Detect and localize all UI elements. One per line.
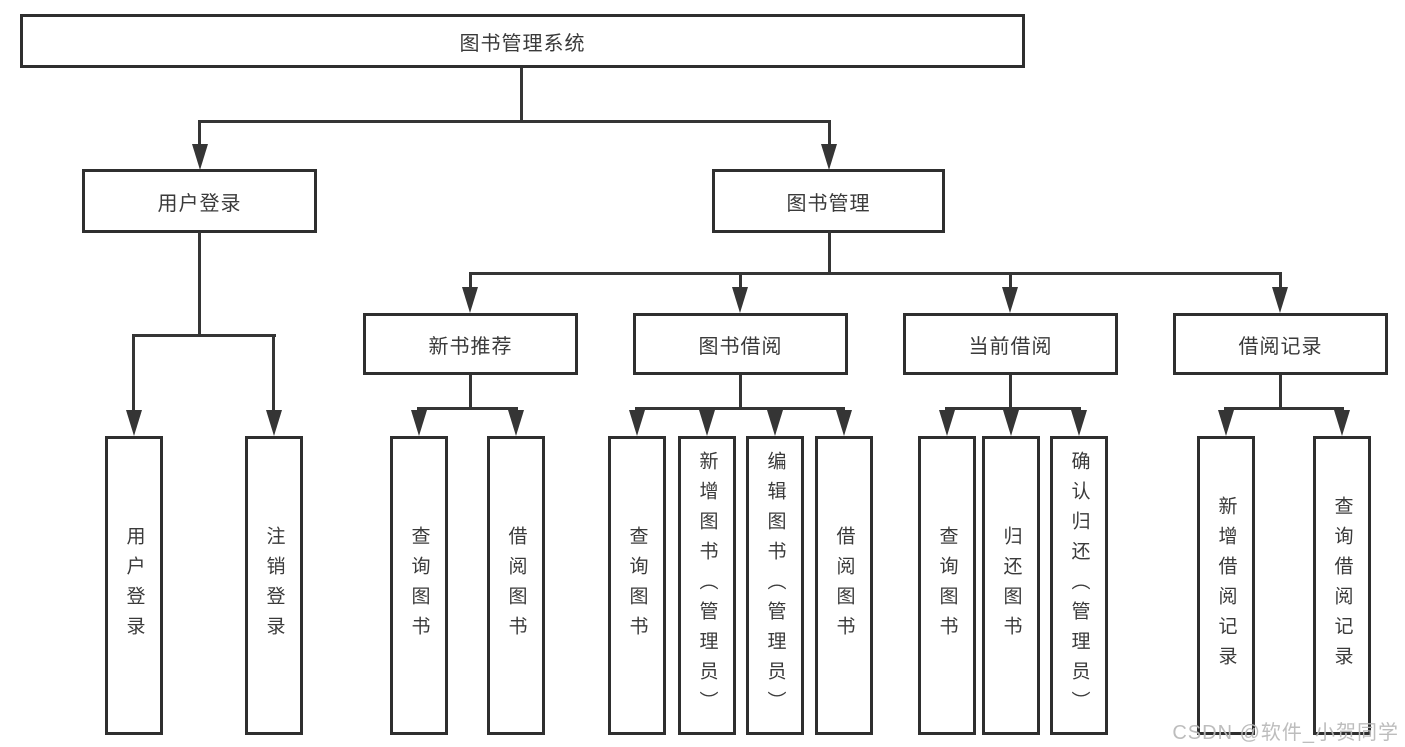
leaf-query-books-borrow: 查询图书 xyxy=(608,436,666,735)
node-book-management-label: 图书管理 xyxy=(786,192,871,215)
leaf-logout-login-label: 注销登录 xyxy=(263,525,285,646)
connector-newbook-hline xyxy=(417,407,518,410)
connector-root-drop-left xyxy=(198,120,201,148)
arrow-down-icon xyxy=(411,410,427,436)
connector-userlogin-drop-2 xyxy=(272,334,275,412)
connector-bookmgmt-drop-1 xyxy=(469,272,472,292)
leaf-query-borrow-record-label: 查询借阅记录 xyxy=(1331,495,1353,676)
connector-bookborrow-vline xyxy=(739,375,742,410)
leaf-query-books-current: 查询图书 xyxy=(918,436,976,735)
connector-bookmgmt-drop-2 xyxy=(739,272,742,292)
arrow-down-icon xyxy=(836,410,852,436)
leaf-add-borrow-record-label: 新增借阅记录 xyxy=(1215,495,1237,676)
connector-userlogin-vline xyxy=(198,232,201,336)
leaf-borrow-books-borrow: 借阅图书 xyxy=(815,436,873,735)
connector-root-vline xyxy=(520,68,523,122)
arrow-down-icon xyxy=(462,287,478,313)
connector-bookborrow-hline xyxy=(635,407,845,410)
arrow-down-icon xyxy=(1272,287,1288,313)
leaf-borrow-books-newbook: 借阅图书 xyxy=(487,436,545,735)
leaf-return-books: 归还图书 xyxy=(982,436,1040,735)
leaf-edit-book-admin: 编辑图书（管理员） xyxy=(746,436,804,735)
arrow-down-icon xyxy=(192,144,208,170)
connector-bookmgmt-drop-4 xyxy=(1279,272,1282,292)
leaf-add-borrow-record: 新增借阅记录 xyxy=(1197,436,1255,735)
connector-newbook-vline xyxy=(469,375,472,410)
connector-userlogin-hline xyxy=(132,334,276,337)
node-new-book-recommend-label: 新书推荐 xyxy=(428,335,513,358)
connector-records-hline xyxy=(1224,407,1344,410)
node-book-borrow-label: 图书借阅 xyxy=(698,335,783,358)
leaf-confirm-return-admin: 确认归还（管理员） xyxy=(1050,436,1108,735)
connector-userlogin-drop-1 xyxy=(132,334,135,412)
node-library-system: 图书管理系统 xyxy=(20,14,1025,68)
csdn-watermark: CSDN @软件_小贺同学 xyxy=(1172,722,1399,744)
leaf-borrow-books-borrow-label: 借阅图书 xyxy=(833,525,855,646)
leaf-borrow-books-newbook-label: 借阅图书 xyxy=(505,525,527,646)
leaf-user-login-label: 用户登录 xyxy=(123,525,145,646)
arrow-down-icon xyxy=(266,410,282,436)
connector-records-vline xyxy=(1279,375,1282,410)
connector-bookmgmt-vline xyxy=(828,231,831,275)
connector-root-hline xyxy=(198,120,831,123)
leaf-query-books-current-label: 查询图书 xyxy=(936,525,958,646)
node-borrow-records-label: 借阅记录 xyxy=(1238,335,1323,358)
connector-bookmgmt-drop-3 xyxy=(1009,272,1012,292)
node-user-login: 用户登录 xyxy=(82,169,317,233)
arrow-down-icon xyxy=(1218,410,1234,436)
arrow-down-icon xyxy=(699,410,715,436)
connector-currentborrow-vline xyxy=(1009,375,1012,410)
leaf-query-books-newbook: 查询图书 xyxy=(390,436,448,735)
connector-bookmgmt-hline xyxy=(469,272,1282,275)
arrow-down-icon xyxy=(1002,287,1018,313)
leaf-user-login: 用户登录 xyxy=(105,436,163,735)
leaf-query-books-borrow-label: 查询图书 xyxy=(626,525,648,646)
leaf-add-book-admin-label: 新增图书（管理员） xyxy=(696,450,718,721)
node-current-borrow: 当前借阅 xyxy=(903,313,1118,375)
arrow-down-icon xyxy=(629,410,645,436)
node-book-management: 图书管理 xyxy=(712,169,945,233)
leaf-add-book-admin: 新增图书（管理员） xyxy=(678,436,736,735)
leaf-edit-book-admin-label: 编辑图书（管理员） xyxy=(764,450,786,721)
node-borrow-records: 借阅记录 xyxy=(1173,313,1388,375)
node-current-borrow-label: 当前借阅 xyxy=(968,335,1053,358)
leaf-query-books-newbook-label: 查询图书 xyxy=(408,525,430,646)
connector-currentborrow-hline xyxy=(945,407,1081,410)
node-library-system-label: 图书管理系统 xyxy=(459,32,586,55)
arrow-down-icon xyxy=(508,410,524,436)
leaf-return-books-label: 归还图书 xyxy=(1000,525,1022,646)
arrow-down-icon xyxy=(1071,410,1087,436)
leaf-query-borrow-record: 查询借阅记录 xyxy=(1313,436,1371,735)
node-book-borrow: 图书借阅 xyxy=(633,313,848,375)
leaf-logout-login: 注销登录 xyxy=(245,436,303,735)
node-user-login-label: 用户登录 xyxy=(157,192,242,215)
leaf-confirm-return-admin-label: 确认归还（管理员） xyxy=(1068,450,1090,721)
arrow-down-icon xyxy=(939,410,955,436)
arrow-down-icon xyxy=(1003,410,1019,436)
arrow-down-icon xyxy=(1334,410,1350,436)
connector-root-drop-right xyxy=(828,120,831,148)
arrow-down-icon xyxy=(732,287,748,313)
arrow-down-icon xyxy=(821,144,837,170)
arrow-down-icon xyxy=(767,410,783,436)
node-new-book-recommend: 新书推荐 xyxy=(363,313,578,375)
arrow-down-icon xyxy=(126,410,142,436)
